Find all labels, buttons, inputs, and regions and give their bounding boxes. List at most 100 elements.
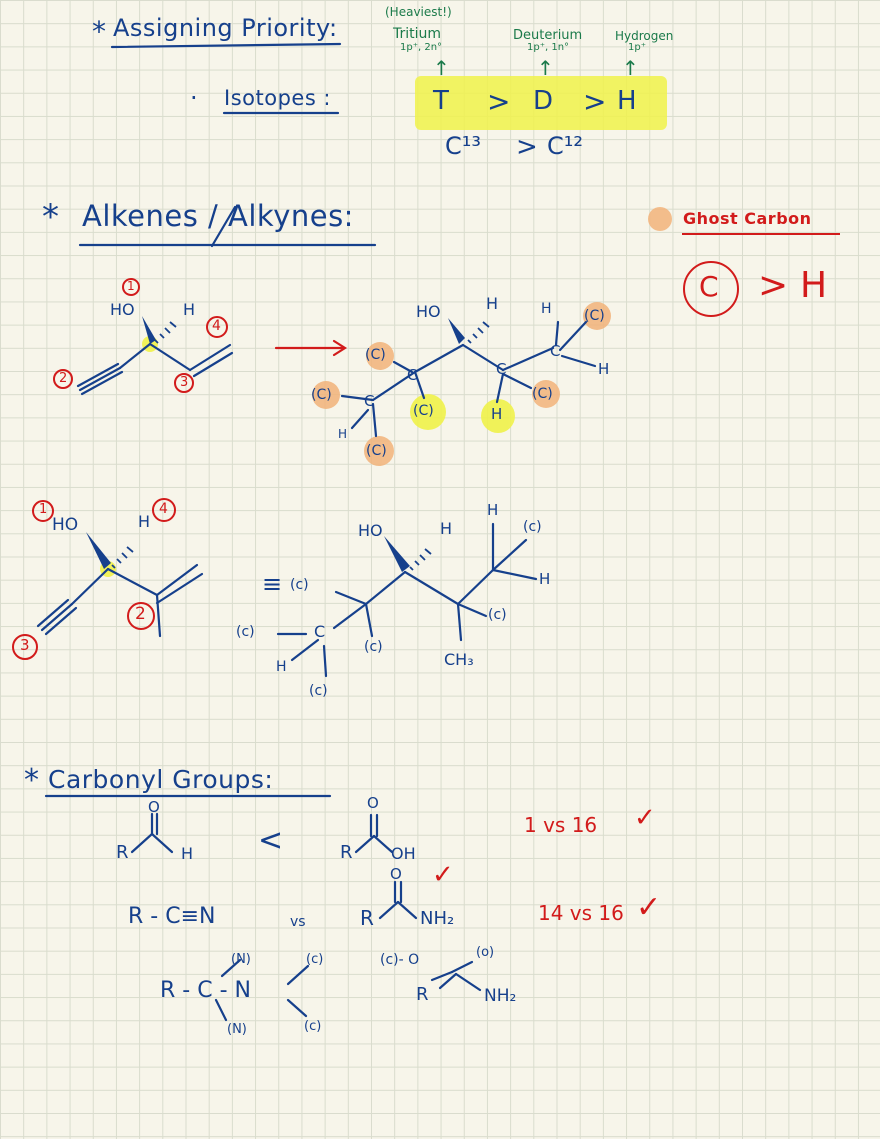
mol2-ho: HO <box>52 515 79 535</box>
priority-star: * <box>92 15 107 48</box>
mol2x-h: H <box>539 570 551 588</box>
n-paren-bottom: (N) <box>227 1022 247 1037</box>
mol1x-h: H <box>486 294 499 313</box>
carbonyl-title: Carbonyl Groups: <box>48 765 274 794</box>
amide-O: O <box>390 865 402 883</box>
isotope-highlight <box>415 76 667 130</box>
deuterium-name: Deuterium <box>513 28 583 43</box>
priority-circle-2 <box>53 369 73 389</box>
priority-num-4: 4 <box>212 318 221 334</box>
arrow-up-icon: ↑ <box>537 56 554 80</box>
mol1x-cp: (C) <box>311 387 332 403</box>
mol1x-cp: (C) <box>584 308 605 324</box>
mol1-ho: HO <box>110 300 135 319</box>
mol2x-h: H <box>276 659 287 675</box>
mol1x-c: C <box>407 366 418 384</box>
amide-exp-NH2: NH₂ <box>484 986 517 1006</box>
acid-O: O <box>367 794 379 812</box>
carbonyl-star: * <box>24 763 40 798</box>
isotope-gt-2: > <box>583 85 607 118</box>
c-paren-top: (c) <box>306 952 324 967</box>
isotope-D: D <box>533 86 554 116</box>
wedge-bond <box>448 318 465 344</box>
priority-circle-4b <box>152 498 176 522</box>
o-paren: (o) <box>476 945 495 960</box>
vs-label: vs <box>290 914 306 930</box>
deuterium-comp: 1p⁺, 1n° <box>527 42 570 53</box>
mol2x-cp: (c) <box>236 624 255 640</box>
tritium-name: Tritium <box>393 26 442 42</box>
n-paren-top: (N) <box>231 952 251 967</box>
aldehyde-O: O <box>148 798 160 816</box>
mol2x-triple: ≡ <box>262 570 283 598</box>
mol2x-ch3: CH₃ <box>444 650 474 669</box>
mol1x-cp: (C) <box>413 403 434 419</box>
priority-title: Assigning Priority: <box>113 14 338 42</box>
ghost-legend-dot <box>648 207 672 231</box>
ghost-gt: > <box>758 265 789 306</box>
ghost-carbon-markers <box>312 207 672 466</box>
ghost-marker <box>583 302 611 330</box>
hydrogen-name: Hydrogen <box>615 29 674 43</box>
aldehyde-H: H <box>181 844 194 863</box>
check-icon: ✓ <box>432 860 454 890</box>
isotope-H: H <box>617 86 637 116</box>
c-o-label: (c)- O <box>380 952 420 968</box>
priority-circle-3 <box>174 373 194 393</box>
less-than: < <box>258 823 284 858</box>
tritium-comp: 1p⁺, 2n° <box>400 42 443 53</box>
c12: C¹² <box>547 132 583 160</box>
ghost-marker <box>364 436 394 466</box>
isotopes-bullet: · <box>190 84 199 112</box>
amide-NH2: NH₂ <box>420 908 455 929</box>
ghost-marker <box>312 381 340 409</box>
mol2x-h: H <box>440 519 453 538</box>
wedge-bond <box>142 316 156 344</box>
mol2x-cp: (c) <box>309 683 328 699</box>
mol2x-ho: HO <box>358 521 383 540</box>
heaviest-note: (Heaviest!) <box>385 5 452 19</box>
acid-R: R <box>340 842 353 863</box>
mol1x-cp: (C) <box>365 347 386 363</box>
yellow-marker <box>481 399 515 433</box>
mol2x-cp: (c) <box>290 577 309 593</box>
highlight-markers <box>100 336 515 577</box>
ghost-c-letter: C <box>699 270 719 303</box>
priority-circle-1 <box>122 278 140 296</box>
comparison-2: 14 vs 16 <box>538 901 624 925</box>
mol2x-h: H <box>487 501 499 519</box>
isotope-T: T <box>433 86 449 116</box>
comparison-1: 1 vs 16 <box>524 813 598 837</box>
priority-circle-2b <box>127 602 155 630</box>
mol2x-cp: (c) <box>364 639 383 655</box>
acid-OH: OH <box>391 844 416 863</box>
mol1x-cp: (C) <box>366 443 387 459</box>
yellow-marker <box>410 394 446 430</box>
mol1x-c: C <box>550 342 561 360</box>
alkenes-title: Alkenes / Alkynes: <box>82 199 354 233</box>
aldehyde-R: R <box>116 842 129 863</box>
ghost-carbon-label: Ghost Carbon <box>683 209 812 228</box>
priority-num-1b: 1 <box>39 502 48 517</box>
amide-exp-R: R <box>416 984 429 1005</box>
mol1x-h: H <box>541 301 552 317</box>
priority-num-3b: 3 <box>20 636 30 654</box>
mol1x-h: H <box>338 427 348 441</box>
nitrile: R - C≡N <box>128 904 216 929</box>
c-paren-bottom: (c) <box>304 1019 322 1034</box>
priority-circle-4 <box>206 316 228 338</box>
alkenes-star: * <box>42 197 60 237</box>
c-gt: > <box>516 132 538 162</box>
check-icon: ✓ <box>634 803 656 833</box>
mol1x-c: C <box>364 392 375 410</box>
mol1x-cp: (C) <box>532 386 553 402</box>
priority-num-1: 1 <box>127 279 135 293</box>
c13: C¹³ <box>445 132 481 160</box>
priority-num-2: 2 <box>59 371 68 386</box>
isotopes-label: Isotopes : <box>224 86 332 110</box>
hydrogen-comp: 1p⁺ <box>628 42 646 53</box>
priority-num-2b: 2 <box>135 604 146 624</box>
nitrile-expanded: R - C - N <box>160 978 251 1003</box>
priority-num-3: 3 <box>180 375 189 390</box>
